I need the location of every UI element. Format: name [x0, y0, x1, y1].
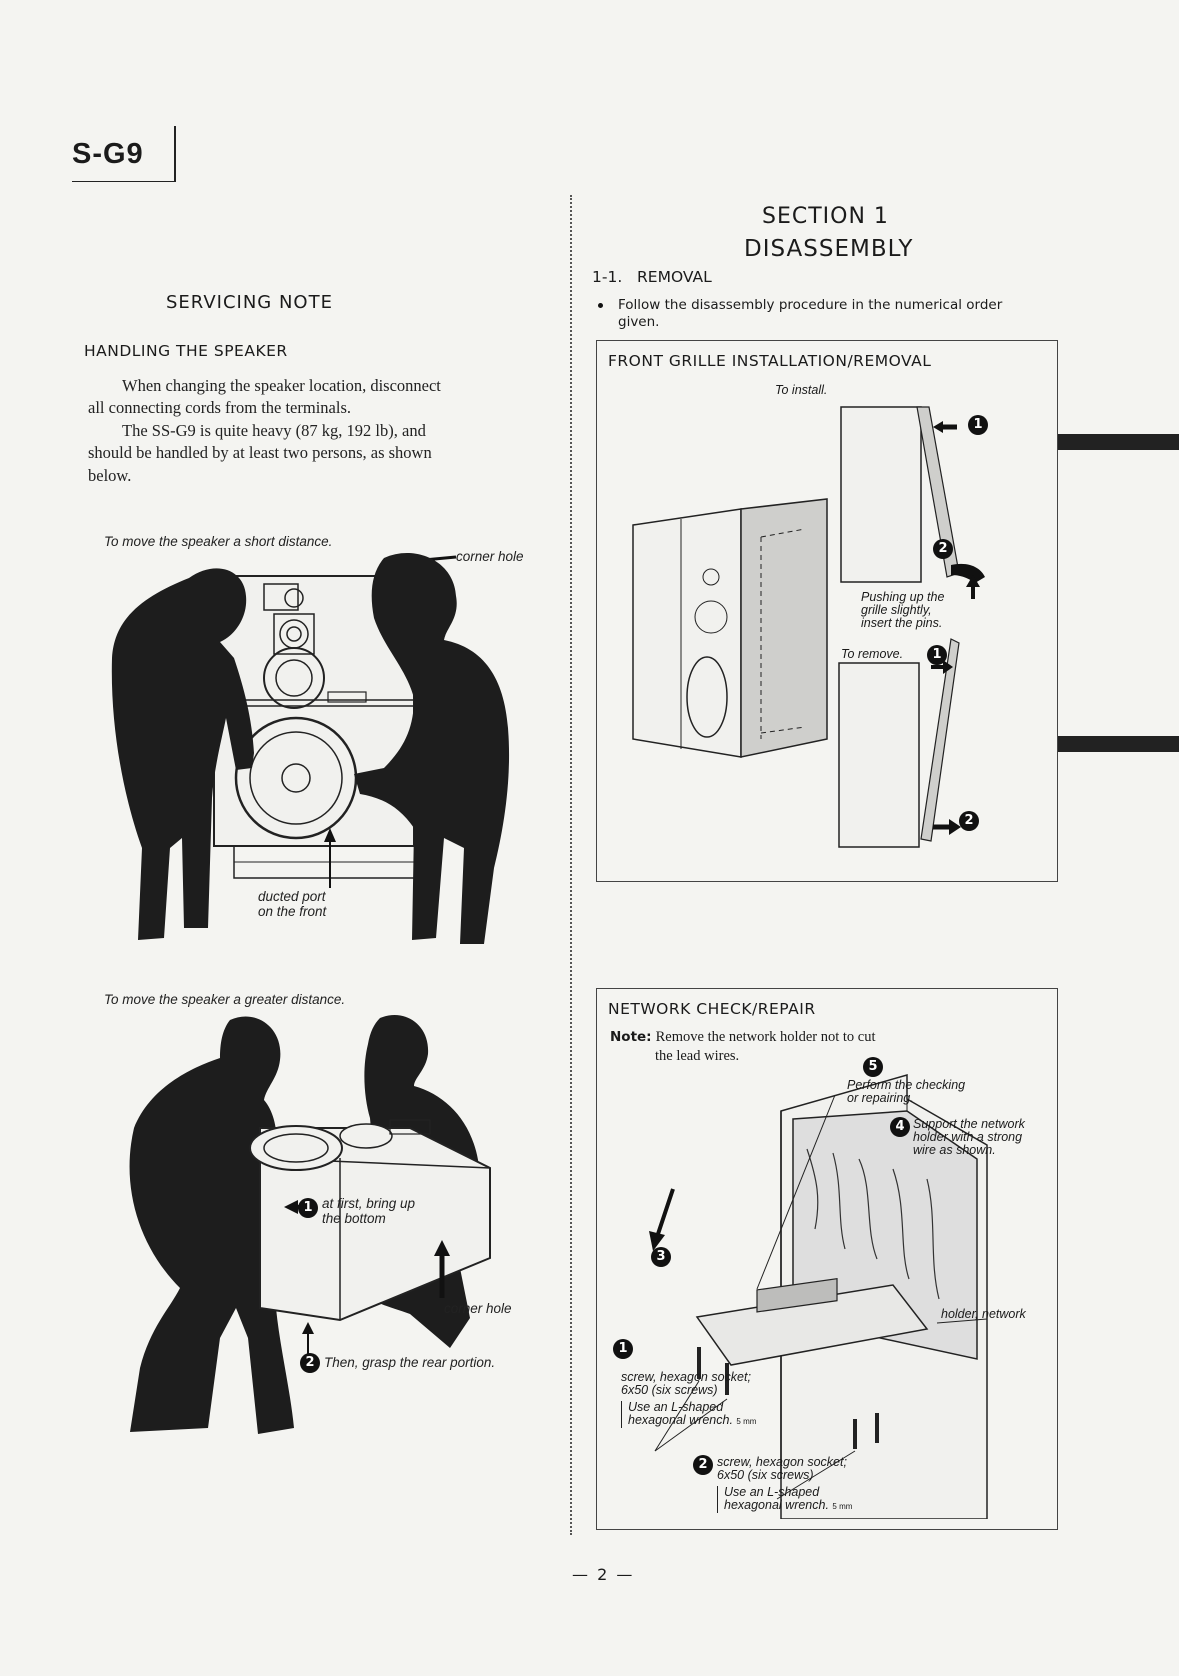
- screw1-line4-text: hexagonal wrench.: [628, 1413, 733, 1427]
- network-check-title: NETWORK CHECK/REPAIR: [608, 1000, 816, 1018]
- remove-step2-icon: 2: [959, 811, 979, 831]
- bullet-dot: [598, 303, 603, 308]
- screw2-wrench-note: Use an L-shaped hexagonal wrench. 5 mm: [717, 1486, 852, 1513]
- fig1-ducted-port-label: ducted port on the front: [258, 889, 326, 919]
- screw2-line3: Use an L-shaped: [724, 1485, 820, 1499]
- step1-line2: the bottom: [322, 1211, 386, 1226]
- screw1-line4: hexagonal wrench. 5 mm: [628, 1414, 756, 1428]
- push-grille-note: Pushing up the grille slightly, insert t…: [861, 591, 944, 630]
- step5-line1: Perform the checking: [847, 1078, 966, 1092]
- fig1-corner-hole-label: corner hole: [456, 549, 524, 564]
- fig1-caption: To move the speaker a short distance.: [104, 534, 333, 549]
- step1-screw-icon: 1: [613, 1339, 633, 1359]
- header-rule-vertical: [174, 126, 176, 182]
- step4-icon: 4: [890, 1117, 910, 1137]
- screw2-line4: hexagonal wrench. 5 mm: [724, 1499, 852, 1513]
- column-divider: [570, 195, 572, 1535]
- fig2-caption: To move the speaker a greater distance.: [104, 992, 346, 1007]
- remove-step1-icon: 1: [927, 645, 947, 665]
- step5-line2: or repairing.: [847, 1091, 914, 1105]
- screw2-line2: 6x50 (six screws): [717, 1468, 814, 1482]
- ducted-port-line1: ducted port: [258, 889, 326, 904]
- front-grille-diagram: [632, 406, 985, 848]
- header-rule-horizontal: [72, 181, 176, 182]
- ducted-port-line2: on the front: [258, 904, 327, 919]
- para2-line1: The SS-G9 is quite heavy (87 kg, 192 lb)…: [122, 421, 426, 440]
- step2-text: Then, grasp the rear portion.: [324, 1355, 496, 1370]
- step1-number-icon: 1: [298, 1198, 318, 1218]
- note-line1: Remove the network holder not to cut: [655, 1029, 876, 1045]
- para2-line3: below.: [88, 466, 132, 485]
- to-install-label: To install.: [775, 383, 828, 397]
- step5-note: Perform the checking or repairing.: [847, 1079, 965, 1105]
- handling-subtitle: HANDLING THE SPEAKER: [84, 342, 288, 360]
- subsection-removal: 1-1. REMOVAL: [592, 268, 712, 286]
- two-person-long-carry-illustration: [129, 1015, 491, 1434]
- note-line2: the lead wires.: [655, 1048, 740, 1064]
- bullet-line2: given.: [618, 314, 660, 330]
- install-step1-icon: 1: [968, 415, 988, 435]
- fig2-step1-label: 1 at first, bring up the bottom: [298, 1196, 416, 1226]
- bullet-line1: Follow the disassembly procedure in the …: [618, 297, 1003, 313]
- screw1-wrench-note: Use an L-shaped hexagonal wrench. 5 mm: [621, 1401, 756, 1428]
- push-line3: insert the pins.: [861, 616, 943, 630]
- edge-tab-mark-upper: [1058, 434, 1179, 450]
- edge-tab-mark-lower: [1058, 736, 1179, 752]
- wrench-size-2: 5 mm: [832, 1502, 853, 1511]
- step2-screw-icon: 2: [693, 1455, 713, 1475]
- step4-note: Support the network holder with a strong…: [913, 1118, 1025, 1157]
- screw1-line3: Use an L-shaped: [628, 1400, 724, 1414]
- screw1-note: screw, hexagon socket; 6x50 (six screws)…: [621, 1371, 756, 1428]
- network-note: Note: Remove the network holder not to c…: [610, 1029, 876, 1046]
- step4-line3: wire as shown.: [913, 1143, 996, 1157]
- step5-icon: 5: [863, 1057, 883, 1077]
- wrench-size-1: 5 mm: [736, 1417, 757, 1426]
- screw1-line2: 6x50 (six screws): [621, 1383, 718, 1397]
- to-remove-label: To remove.: [841, 647, 904, 661]
- screw2-line4-text: hexagonal wrench.: [724, 1498, 829, 1512]
- two-person-short-carry-illustration: [111, 552, 510, 944]
- step4-line2: holder with a strong: [913, 1130, 1023, 1144]
- screw1-line1: screw, hexagon socket;: [621, 1370, 751, 1384]
- screw2-line1: screw, hexagon socket;: [717, 1455, 847, 1469]
- holder-network-label: holder, network: [941, 1307, 1026, 1321]
- model-label: S-G9: [72, 138, 144, 170]
- fig2-corner-hole-label: corner hole: [444, 1301, 512, 1316]
- section-number: SECTION 1: [762, 204, 889, 229]
- install-step2-icon: 2: [933, 539, 953, 559]
- front-grille-box: FRONT GRILLE INSTALLATION/REMOVAL To ins…: [596, 340, 1058, 882]
- servicing-note-title: SERVICING NOTE: [166, 292, 333, 313]
- step1-line1: at first, bring up: [322, 1196, 416, 1211]
- step3-icon: 3: [651, 1247, 671, 1267]
- para2-line2: should be handled by at least two person…: [88, 443, 432, 462]
- front-grille-title: FRONT GRILLE INSTALLATION/REMOVAL: [608, 352, 932, 370]
- network-check-box: NETWORK CHECK/REPAIR Note: Remove the ne…: [596, 988, 1058, 1530]
- push-line2: grille slightly,: [861, 603, 932, 617]
- network-holder-diagram: [649, 1074, 988, 1519]
- screw2-note: screw, hexagon socket; 6x50 (six screws)…: [717, 1456, 852, 1513]
- section-title: DISASSEMBLY: [744, 236, 914, 262]
- para1-line2: all connecting cords from the terminals.: [88, 398, 352, 417]
- bullet-text: Follow the disassembly procedure in the …: [618, 297, 1002, 331]
- fig2-step2-label: 2 Then, grasp the rear portion.: [300, 1353, 496, 1373]
- step4-line1: Support the network: [913, 1117, 1025, 1131]
- step2-number-icon: 2: [300, 1353, 320, 1373]
- push-line1: Pushing up the: [861, 590, 945, 604]
- page-number: — 2 —: [572, 1565, 635, 1584]
- para1-line1: When changing the speaker location, disc…: [122, 376, 441, 395]
- note-label: Note:: [610, 1029, 652, 1045]
